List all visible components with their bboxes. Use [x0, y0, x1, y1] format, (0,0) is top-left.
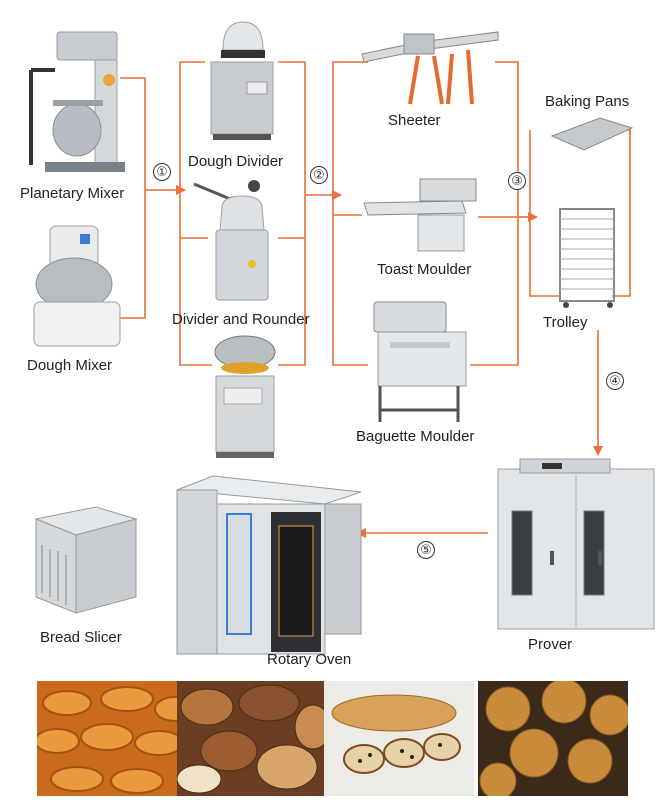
baguette-slices-photo [324, 681, 474, 796]
bread-slicer-label: Bread Slicer [40, 629, 122, 646]
sesame-buns-photo [478, 681, 628, 796]
rotary-oven-image [175, 474, 363, 656]
trolley-label: Trolley [543, 314, 587, 331]
rotary-oven-label: Rotary Oven [267, 651, 351, 668]
baguette-moulder-image [370, 298, 470, 428]
toast-moulder-image [362, 175, 480, 257]
dough-divider-label: Dough Divider [188, 153, 283, 170]
divider-rounder-2-image [212, 332, 278, 460]
dough-divider-image [205, 20, 280, 145]
baking-pans-label: Baking Pans [545, 93, 629, 110]
step-5-marker: ⑤ [417, 541, 435, 559]
baking-pans-image [548, 114, 634, 158]
divider-rounder-image [192, 178, 272, 308]
planetary-mixer-image [25, 30, 125, 180]
step-2-marker: ② [310, 166, 328, 184]
prover-image [490, 455, 660, 635]
step-3-marker: ③ [508, 172, 526, 190]
bread-slicer-image [32, 505, 142, 621]
sheeter-label: Sheeter [388, 112, 441, 129]
dough-mixer-image [32, 222, 124, 350]
prover-label: Prover [528, 636, 572, 653]
step-4-marker: ④ [606, 372, 624, 390]
trolley-image [556, 205, 620, 310]
assorted-breads-photo [177, 681, 327, 796]
step-1-marker: ① [153, 163, 171, 181]
divider-rounder-label: Divider and Rounder [172, 311, 310, 328]
dough-mixer-label: Dough Mixer [27, 357, 112, 374]
toast-moulder-label: Toast Moulder [377, 261, 471, 278]
croissants-photo [37, 681, 187, 796]
baguette-moulder-label: Baguette Moulder [356, 428, 474, 445]
planetary-mixer-label: Planetary Mixer [20, 185, 124, 202]
sheeter-image [360, 28, 500, 108]
